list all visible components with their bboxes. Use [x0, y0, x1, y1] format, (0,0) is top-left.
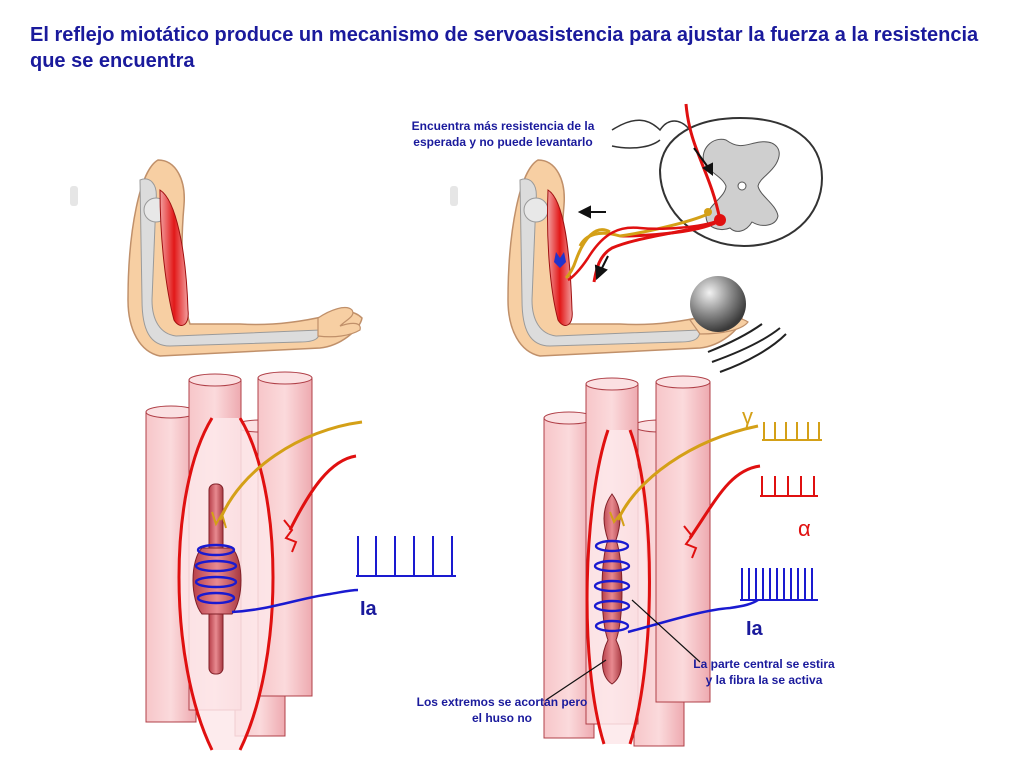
- spike-train-gamma: [762, 422, 822, 441]
- ia-label-right: Ia: [746, 618, 763, 640]
- direction-arrows: [577, 147, 713, 281]
- left-muscle-bundle: [145, 371, 363, 751]
- gamma-label: γ: [742, 404, 753, 429]
- resistance-annotation: Encuentra más resistencia de la esperada…: [411, 119, 595, 149]
- left-arm-illustration: [70, 159, 363, 357]
- page-title: El reflejo miotático produce un mecanism…: [30, 24, 979, 72]
- spinal-cord-section: [564, 103, 824, 283]
- right-arm-illustration: [450, 159, 787, 373]
- spike-train-left-ia: [356, 536, 456, 577]
- spike-train-alpha: [760, 476, 818, 497]
- alpha-label: α: [798, 516, 811, 541]
- right-muscle-bundle: [543, 375, 761, 747]
- motion-lines: [707, 323, 787, 373]
- ends-shorten-annotation: Los extremos se acortan pero el huso no: [416, 695, 588, 725]
- spike-train-right-ia: [740, 568, 818, 601]
- ia-label-left: Ia: [360, 598, 377, 620]
- central-stretch-annotation: La parte central se estira y la fibra Ia…: [693, 657, 835, 687]
